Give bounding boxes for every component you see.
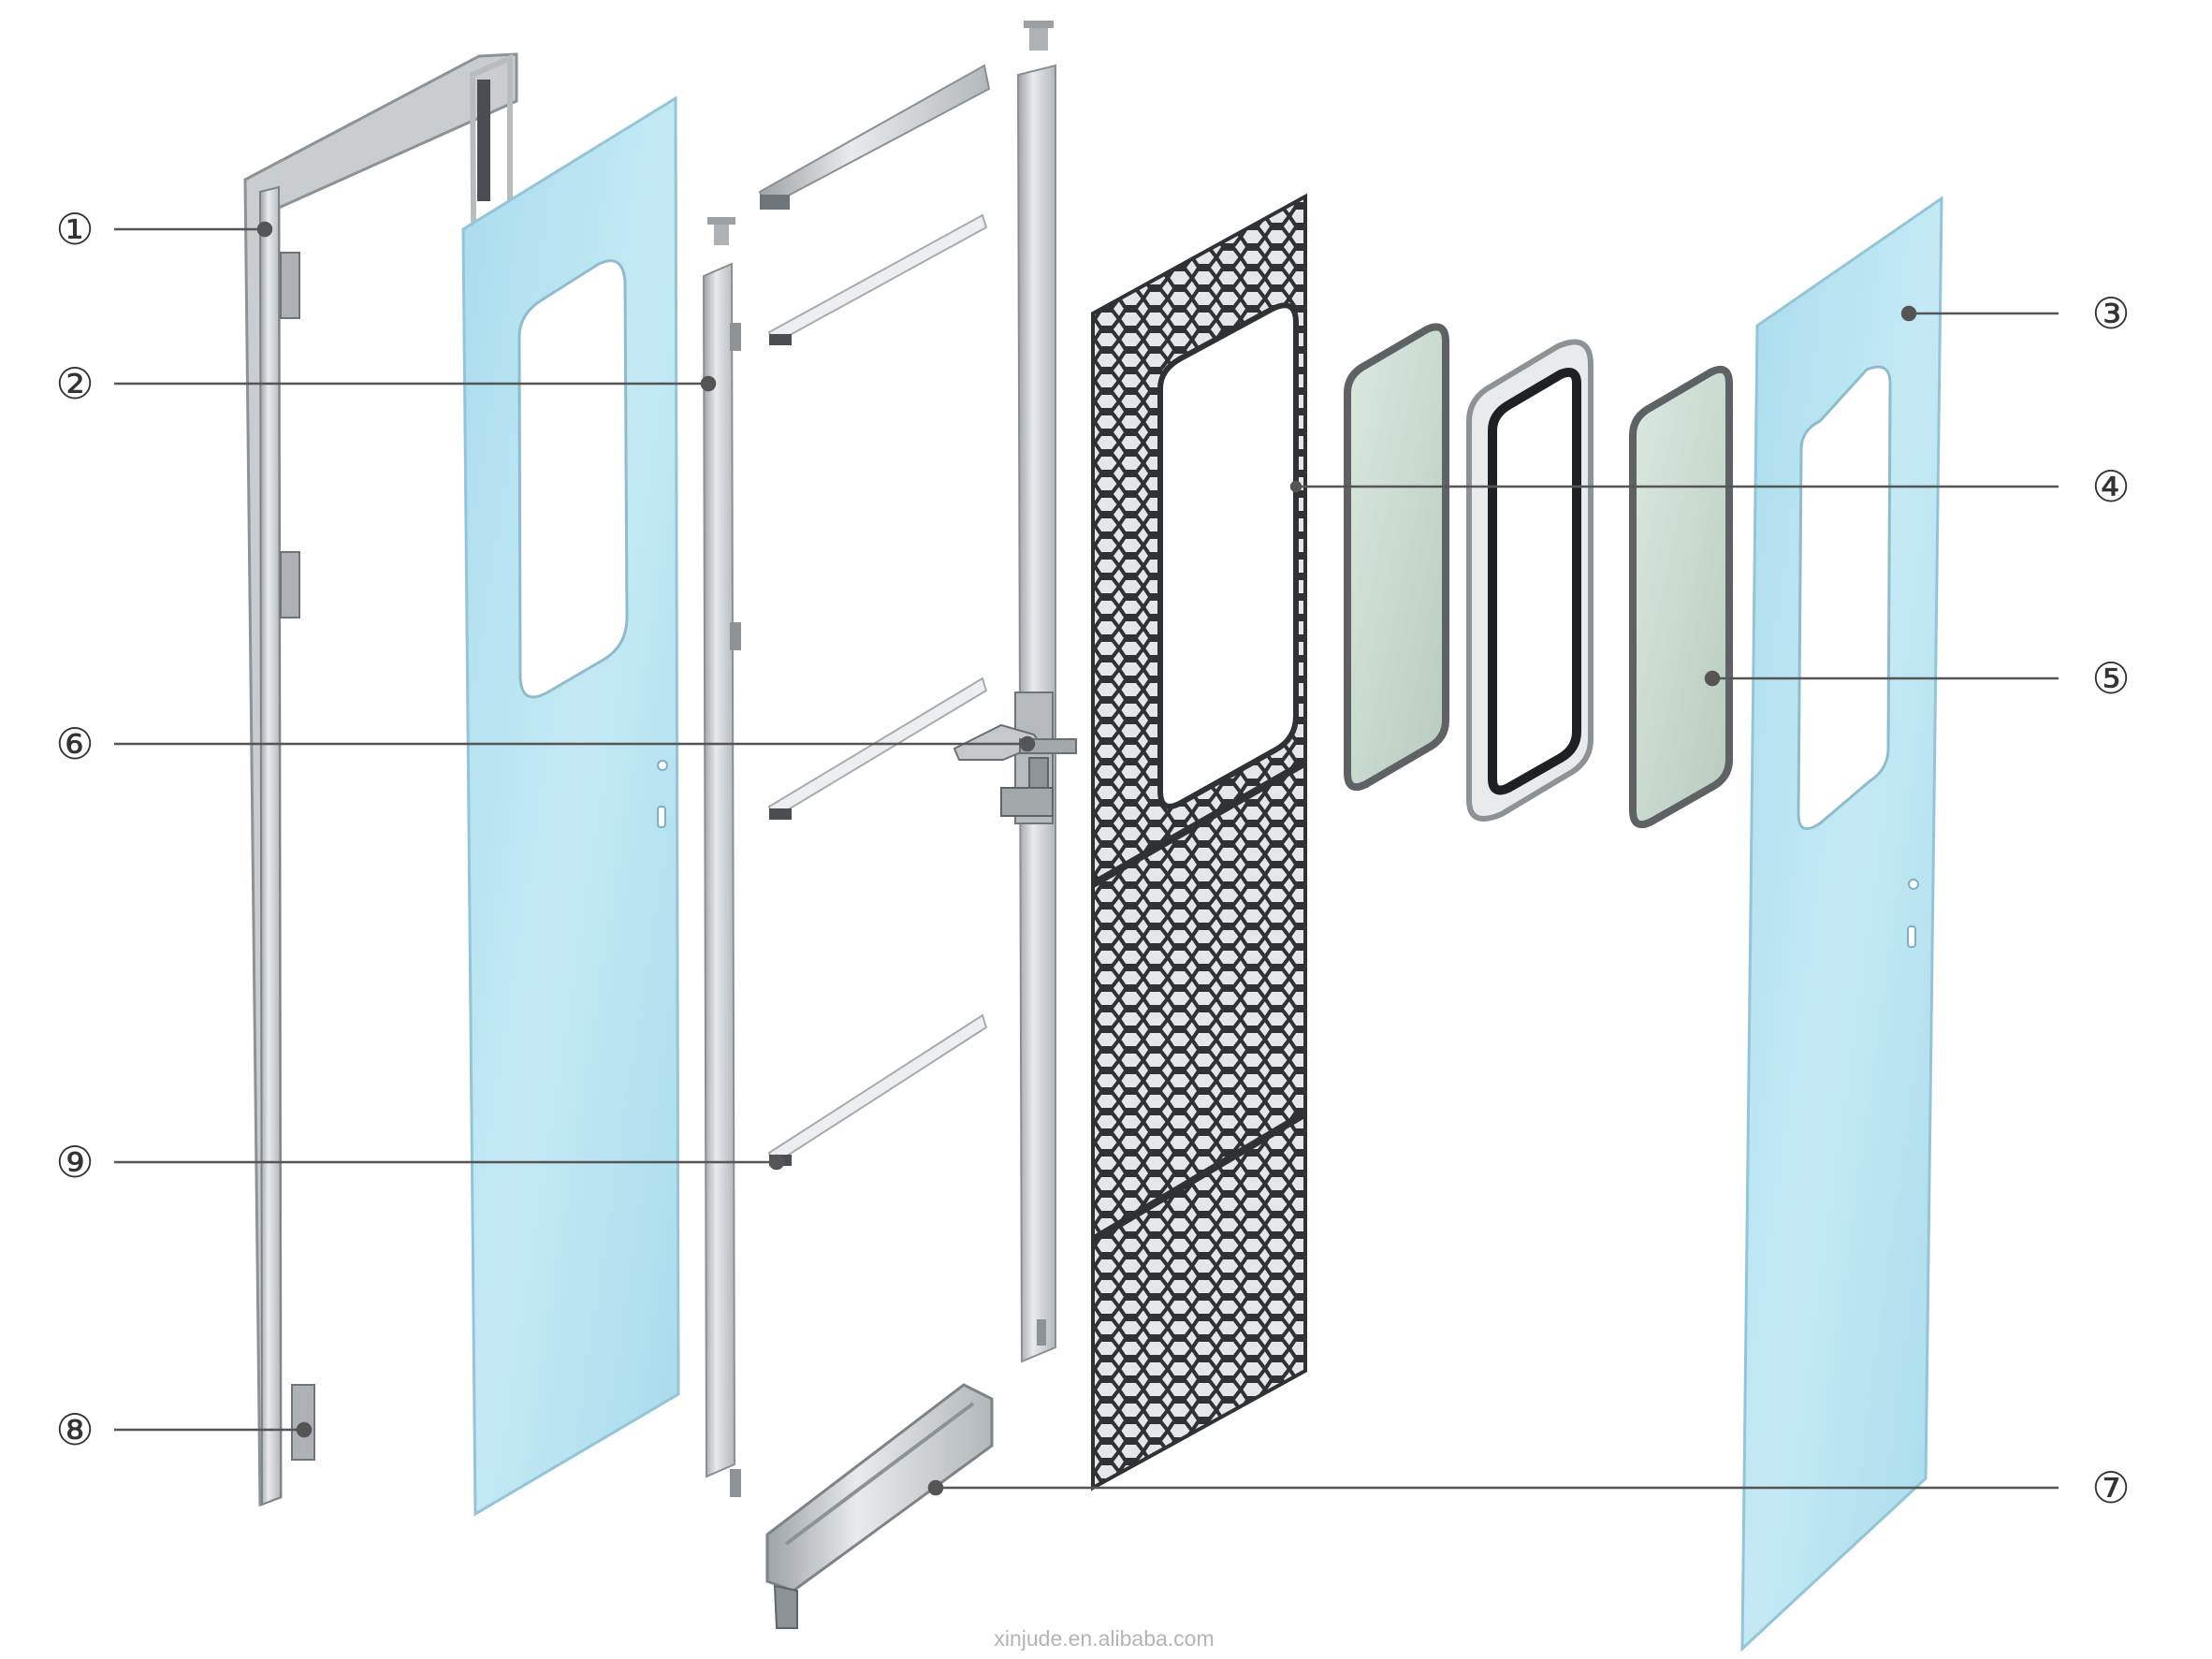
callout-3-label: ③ bbox=[2091, 288, 2131, 339]
leader-dot-2 bbox=[700, 375, 717, 392]
leader-dot-7 bbox=[927, 1479, 944, 1496]
window-frame bbox=[1466, 339, 1594, 822]
callout-4-label: ④ bbox=[2091, 461, 2131, 512]
window-glass-front bbox=[1344, 323, 1449, 791]
leader-dot-4 bbox=[1289, 480, 1302, 493]
watermark-text: xinjude.en.alibaba.com bbox=[994, 1626, 1215, 1651]
lock-mechanism bbox=[953, 691, 1077, 824]
callout-8-label: ⑧ bbox=[55, 1404, 95, 1455]
callout-6-label: ⑥ bbox=[55, 719, 95, 769]
rear-door-panel bbox=[1740, 196, 1943, 1652]
honeycomb-core bbox=[1090, 193, 1308, 1492]
callout-7-label: ⑦ bbox=[2091, 1463, 2131, 1513]
callout-1-label: ① bbox=[55, 204, 95, 255]
door-leaf-edge-profile bbox=[702, 217, 741, 1497]
top-profile bbox=[758, 64, 991, 210]
leader-dot-5 bbox=[1704, 670, 1721, 687]
callout-2-label: ② bbox=[55, 358, 95, 409]
leader-dot-3 bbox=[1900, 305, 1917, 322]
leader-dot-9 bbox=[768, 1154, 785, 1171]
reinforcement-ribs bbox=[767, 213, 988, 1167]
leader-dot-8 bbox=[296, 1421, 313, 1438]
leader-lines bbox=[114, 221, 2059, 1496]
right-vertical-profile bbox=[1016, 21, 1056, 1363]
leader-dot-1 bbox=[256, 221, 273, 238]
bottom-sweep-profile bbox=[765, 1383, 994, 1629]
hinge-top bbox=[280, 252, 300, 319]
front-panel-window-cutout bbox=[517, 259, 629, 699]
rear-panel-window-cutout bbox=[1797, 365, 1892, 831]
honeycomb-window-cutout bbox=[1157, 302, 1299, 809]
front-door-panel bbox=[461, 95, 680, 1517]
callout-5-label: ⑤ bbox=[2091, 653, 2131, 704]
leader-dot-6 bbox=[1019, 735, 1036, 752]
callout-9-label: ⑨ bbox=[55, 1137, 95, 1187]
window-glass bbox=[1629, 366, 1733, 828]
hinge-middle bbox=[280, 551, 300, 618]
